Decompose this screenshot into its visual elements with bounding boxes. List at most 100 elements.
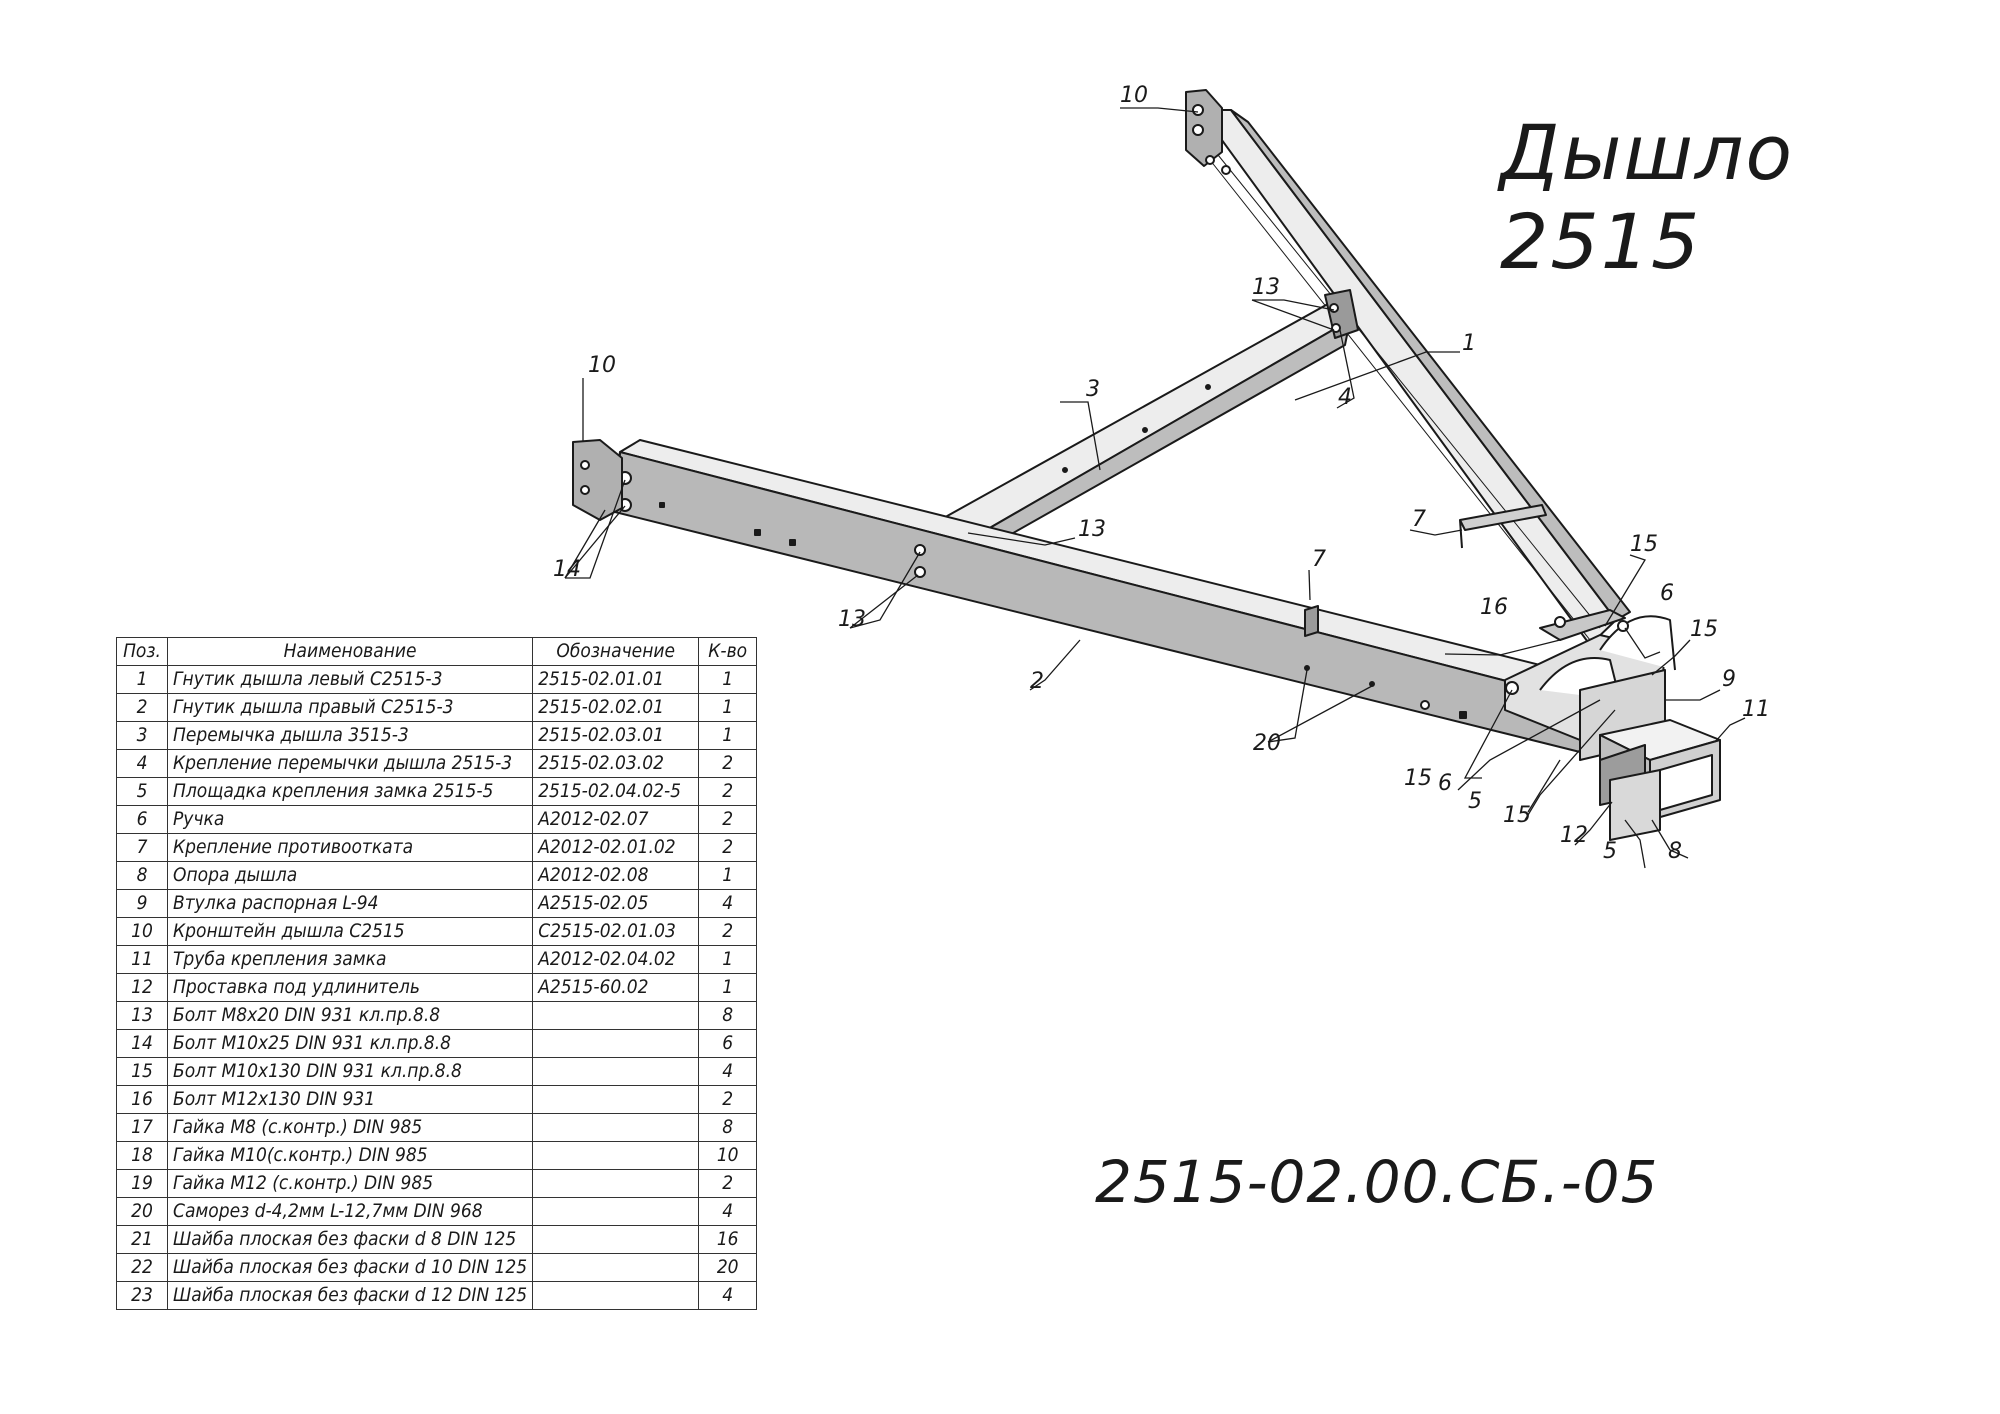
- cell-pos: 5: [116, 777, 168, 806]
- cell-code: [532, 1029, 700, 1058]
- callout-13-middle: 13: [1078, 517, 1106, 542]
- cell-qty: 1: [698, 973, 758, 1002]
- callout-9: 9: [1722, 667, 1736, 692]
- callout-5-left: 5: [1468, 789, 1482, 814]
- cell-pos: 11: [116, 945, 168, 974]
- drawing-title: Дышло 2515: [1500, 108, 1794, 286]
- document-code: 2515-02.00.СБ.-05: [1095, 1148, 1659, 1216]
- cell-code: 2515-02.04.02-5: [532, 777, 700, 806]
- cell-name: Болт М8х20 DIN 931 кл.пр.8.8: [166, 1001, 534, 1030]
- callout-6-right: 6: [1660, 581, 1674, 606]
- cell-pos: 7: [116, 833, 168, 862]
- cell-pos: 2: [116, 693, 168, 722]
- cell-qty: 6: [698, 1029, 758, 1058]
- cell-code: [532, 1197, 700, 1226]
- callout-15-d: 15: [1503, 803, 1531, 828]
- callout-15-a: 15: [1630, 532, 1658, 557]
- cell-name: Гнутик дышла левый С2515-3: [166, 665, 534, 694]
- cell-name: Крепление противооткатa: [166, 833, 534, 862]
- callout-15-c: 15: [1404, 766, 1432, 791]
- cell-pos: 13: [116, 1001, 168, 1030]
- cell-code: А2012-02.08: [532, 861, 700, 890]
- cell-name: Опора дышла: [166, 861, 534, 890]
- header-qty: К-во: [698, 637, 758, 666]
- cell-pos: 4: [116, 749, 168, 778]
- cell-name: Саморез d-4,2мм L-12,7мм DIN 968: [166, 1197, 534, 1226]
- cell-pos: 16: [116, 1085, 168, 1114]
- cell-qty: 4: [698, 1197, 758, 1226]
- callout-5-right: 5: [1603, 839, 1617, 864]
- cell-qty: 2: [698, 805, 758, 834]
- callout-16: 16: [1480, 595, 1508, 620]
- bracket-left: [572, 439, 623, 521]
- cell-name: Шайба плоская без фаски d 8 DIN 125: [166, 1225, 534, 1254]
- callout-15-b: 15: [1690, 617, 1718, 642]
- cell-name: Болт М10х25 DIN 931 кл.пр.8.8: [166, 1029, 534, 1058]
- cell-pos: 23: [116, 1281, 168, 1310]
- cell-code: А2012-02.01.02: [532, 833, 700, 862]
- cell-pos: 12: [116, 973, 168, 1002]
- cell-name: Кронштейн дышла С2515: [166, 917, 534, 946]
- cell-qty: 2: [698, 749, 758, 778]
- cell-qty: 1: [698, 945, 758, 974]
- cell-code: С2515-02.01.03: [532, 917, 700, 946]
- cell-qty: 2: [698, 1085, 758, 1114]
- cell-code: 2515-02.01.01: [532, 665, 700, 694]
- header-code: Обозначение: [532, 637, 700, 666]
- cell-name: Гайка М8 (с.контр.) DIN 985: [166, 1113, 534, 1142]
- cell-code: А2012-02.04.02: [532, 945, 700, 974]
- callout-11: 11: [1742, 697, 1770, 722]
- cell-pos: 20: [116, 1197, 168, 1226]
- lock-assembly: [1504, 609, 1676, 761]
- cell-code: [532, 1057, 700, 1086]
- callout-7-upper: 7: [1412, 507, 1426, 532]
- anti-roll-mount: [1304, 504, 1547, 637]
- callout-labels: 10 10 1 3 4 13 13 13 14 2 7 7 20 15 15 1…: [553, 83, 1770, 864]
- support-and-spacer: [1599, 744, 1661, 841]
- callout-7-lower: 7: [1312, 547, 1326, 572]
- callout-2: 2: [1030, 669, 1044, 694]
- callout-13-left: 13: [838, 607, 866, 632]
- cell-qty: 1: [698, 665, 758, 694]
- cell-pos: 14: [116, 1029, 168, 1058]
- cell-name: Проставка под удлинитель: [166, 973, 534, 1002]
- callout-14: 14: [553, 557, 581, 582]
- cell-code: [532, 1113, 700, 1142]
- cell-code: [532, 1253, 700, 1282]
- cross-bar-mount: [1324, 289, 1359, 339]
- callout-12: 12: [1560, 823, 1588, 848]
- cell-pos: 19: [116, 1169, 168, 1198]
- cell-pos: 15: [116, 1057, 168, 1086]
- cell-code: 2515-02.03.01: [532, 721, 700, 750]
- cell-qty: 1: [698, 721, 758, 750]
- header-pos: Поз.: [116, 637, 168, 666]
- cell-pos: 6: [116, 805, 168, 834]
- cell-code: [532, 1281, 700, 1310]
- cell-code: А2515-60.02: [532, 973, 700, 1002]
- cell-name: Гайка М10(с.контр.) DIN 985: [166, 1141, 534, 1170]
- parts-table-header: Поз. Наименование Обозначение К-во: [116, 637, 758, 666]
- cell-name: Шайба плоская без фаски d 10 DIN 125: [166, 1253, 534, 1282]
- cell-name: Болт М10х130 DIN 931 кл.пр.8.8: [166, 1057, 534, 1086]
- cell-code: [532, 1001, 700, 1030]
- cell-name: Площадка крепления замка 2515-5: [166, 777, 534, 806]
- callout-13-top: 13: [1252, 275, 1280, 300]
- cell-pos: 8: [116, 861, 168, 890]
- cell-pos: 22: [116, 1253, 168, 1282]
